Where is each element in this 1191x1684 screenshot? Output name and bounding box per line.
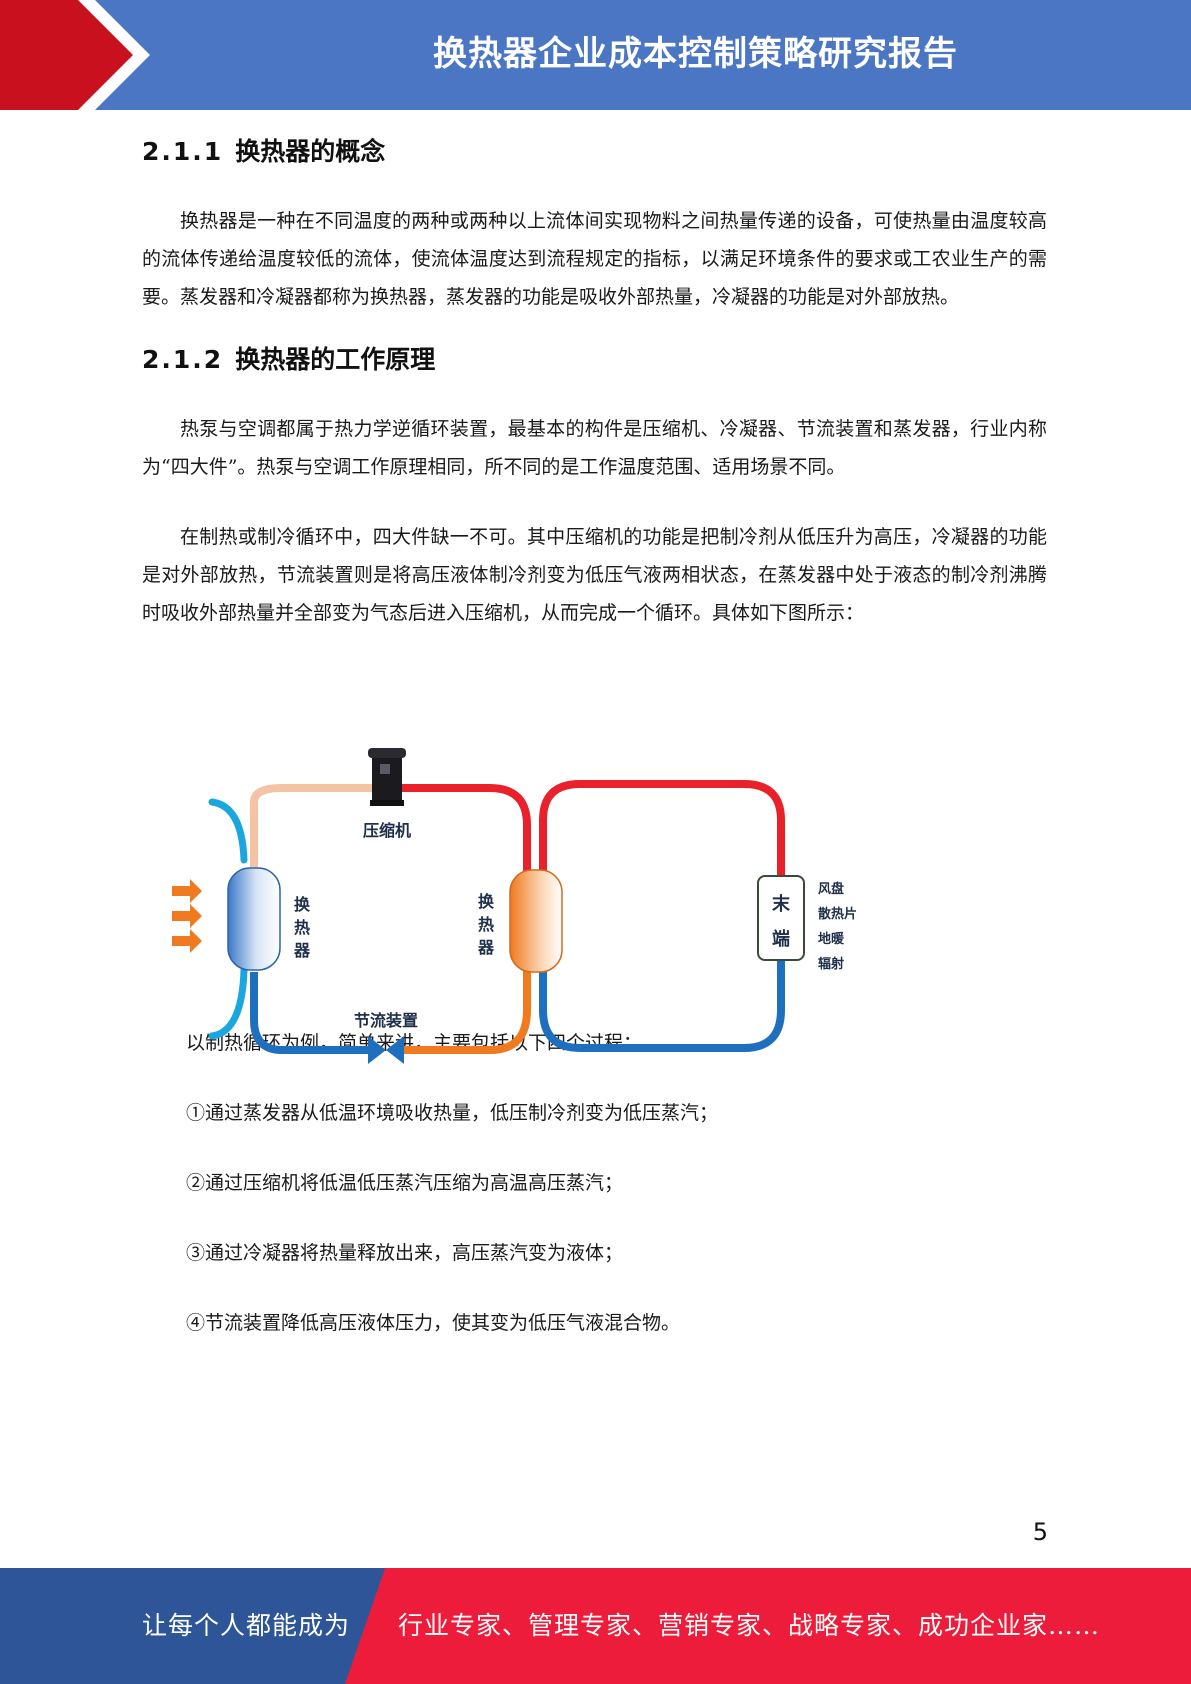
evaporator-icon [227, 867, 281, 971]
heat-input-arrows [172, 879, 202, 953]
footer-slogan-left: 让每个人都能成为 [142, 1611, 351, 1640]
page-content: 2.1.1 换热器的概念 换热器是一种在不同温度的两种或两种以上流体间实现物料之间… [142, 120, 1047, 1342]
mid-exchanger-label-1: 换 [478, 892, 495, 911]
step-item: ②通过压缩机将低温低压蒸汽压缩为高温高压蒸汽； [186, 1172, 624, 1194]
page-header: 换热器企业成本控制策略研究报告 [0, 0, 1191, 110]
outside-air-inlet-pipe [208, 798, 248, 864]
header-chevron-decoration [0, 0, 150, 110]
compressor-label: 压缩机 [363, 821, 411, 840]
section-number: 2.1.1 [142, 137, 224, 166]
throttle-valve-icon [368, 1036, 404, 1064]
discharge-pipe [402, 784, 531, 878]
step-item: ①通过蒸发器从低温环境吸收热量，低压制冷剂变为低压蒸汽； [186, 1102, 719, 1124]
terminal-type-radiator: 散热片 [818, 906, 857, 922]
report-title: 换热器企业成本控制策略研究报告 [433, 34, 958, 74]
return-water-pipe [539, 958, 785, 1052]
expansion-line-pipe [250, 972, 368, 1054]
left-exchanger-label-2: 热 [294, 918, 310, 937]
mid-exchanger-label-3: 器 [477, 938, 495, 957]
liquid-line-pipe [404, 968, 531, 1054]
condenser-icon [509, 869, 563, 973]
terminal-label-2: 端 [772, 929, 790, 950]
terminal-type-fan-coil: 风盘 [818, 881, 844, 897]
page-number: 5 [1032, 1518, 1048, 1546]
section-title: 换热器的概念 [235, 137, 386, 166]
heat-input-arrow [172, 904, 202, 928]
footer-slogan-right: 行业专家、管理专家、营销专家、战略专家、成功企业家…… [398, 1611, 1101, 1640]
step-item: ③通过冷凝器将热量释放出来，高压蒸汽变为液体； [186, 1242, 624, 1264]
suction-pipe [250, 784, 372, 870]
section-heading-2-1-2: 2.1.2 换热器的工作原理 [142, 340, 1047, 380]
left-exchanger-label-1: 换 [294, 895, 311, 914]
mid-exchanger-label-2: 热 [478, 915, 494, 934]
heat-input-arrow [172, 879, 202, 903]
paragraph: 热泵与空调都属于热力学逆循环装置，最基本的构件是压缩机、冷凝器、节流装置和蒸发器… [142, 418, 1047, 478]
paragraph: 在制热或制冷循环中，四大件缺一不可。其中压缩机的功能是把制冷剂从低压升为高压，冷… [142, 526, 1047, 624]
compressor-icon [368, 748, 406, 806]
throttle-label: 节流装置 [354, 1011, 418, 1030]
page-footer: 让每个人都能成为 行业专家、管理专家、营销专家、战略专家、成功企业家…… [0, 1568, 1191, 1684]
heat-input-arrow [172, 929, 202, 953]
outside-air-outlet-pipe [208, 966, 248, 1040]
section-number: 2.1.2 [142, 345, 224, 374]
heat-pump-cycle-diagram: 换 热 器 换 热 器 压缩机 节流装置 末 端 风盘 散热片 地暖 辐射 [172, 748, 857, 1064]
step-item: ④节流装置降低高压液体压力，使其变为低压气液混合物。 [186, 1312, 681, 1334]
terminal-label-1: 末 [772, 893, 791, 915]
left-exchanger-label-3: 器 [293, 941, 311, 960]
terminal-type-floor-heating: 地暖 [818, 931, 845, 947]
paragraph: 换热器是一种在不同温度的两种或两种以上流体间实现物料之间热量传递的设备，可使热量… [142, 210, 1047, 308]
hot-water-supply-pipe [539, 780, 785, 878]
terminal-type-radiant: 辐射 [818, 956, 844, 972]
section-heading-2-1-1: 2.1.1 换热器的概念 [142, 132, 1047, 172]
terminal-unit-icon [757, 875, 805, 961]
footer-background [0, 1568, 1191, 1684]
section-title: 换热器的工作原理 [235, 345, 436, 374]
